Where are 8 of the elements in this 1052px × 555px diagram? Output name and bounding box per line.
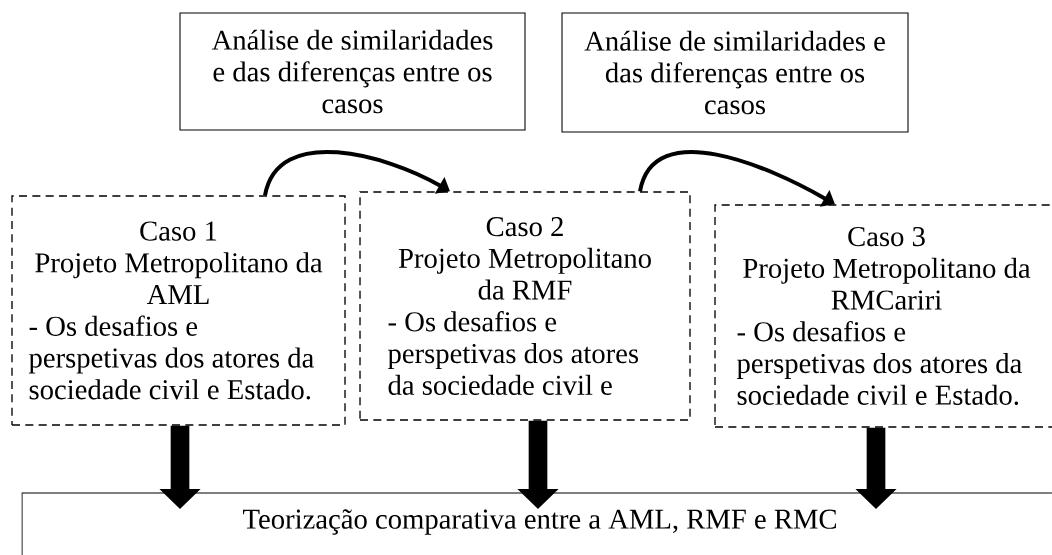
curved-arrow (638, 150, 835, 207)
case-box: Caso 2 Projeto Metropolitano da RMF - Os desafios e perspetivas dos atores da sociedade civil e (359, 191, 691, 421)
text-box: Análise de similaridades e das diferenças entre os casos (561, 12, 909, 133)
case-box: Caso 1 Projeto Metropolitano da AML - Os desafios e perspetivas dos atores da sociedade civil e Estado. (11, 195, 346, 426)
text-box: Análise de similaridades e das diferenças entre os casos (179, 12, 526, 131)
case-box: Caso 3 Projeto Metropolitano da RMCariri - Os desafios e perspetivas dos atores da sociedade civil e Estado. (714, 204, 1052, 428)
curved-arrow (263, 150, 450, 196)
conclusion-box: Teorização comparativa entre a AML, RMF e RMC (21, 492, 1052, 555)
